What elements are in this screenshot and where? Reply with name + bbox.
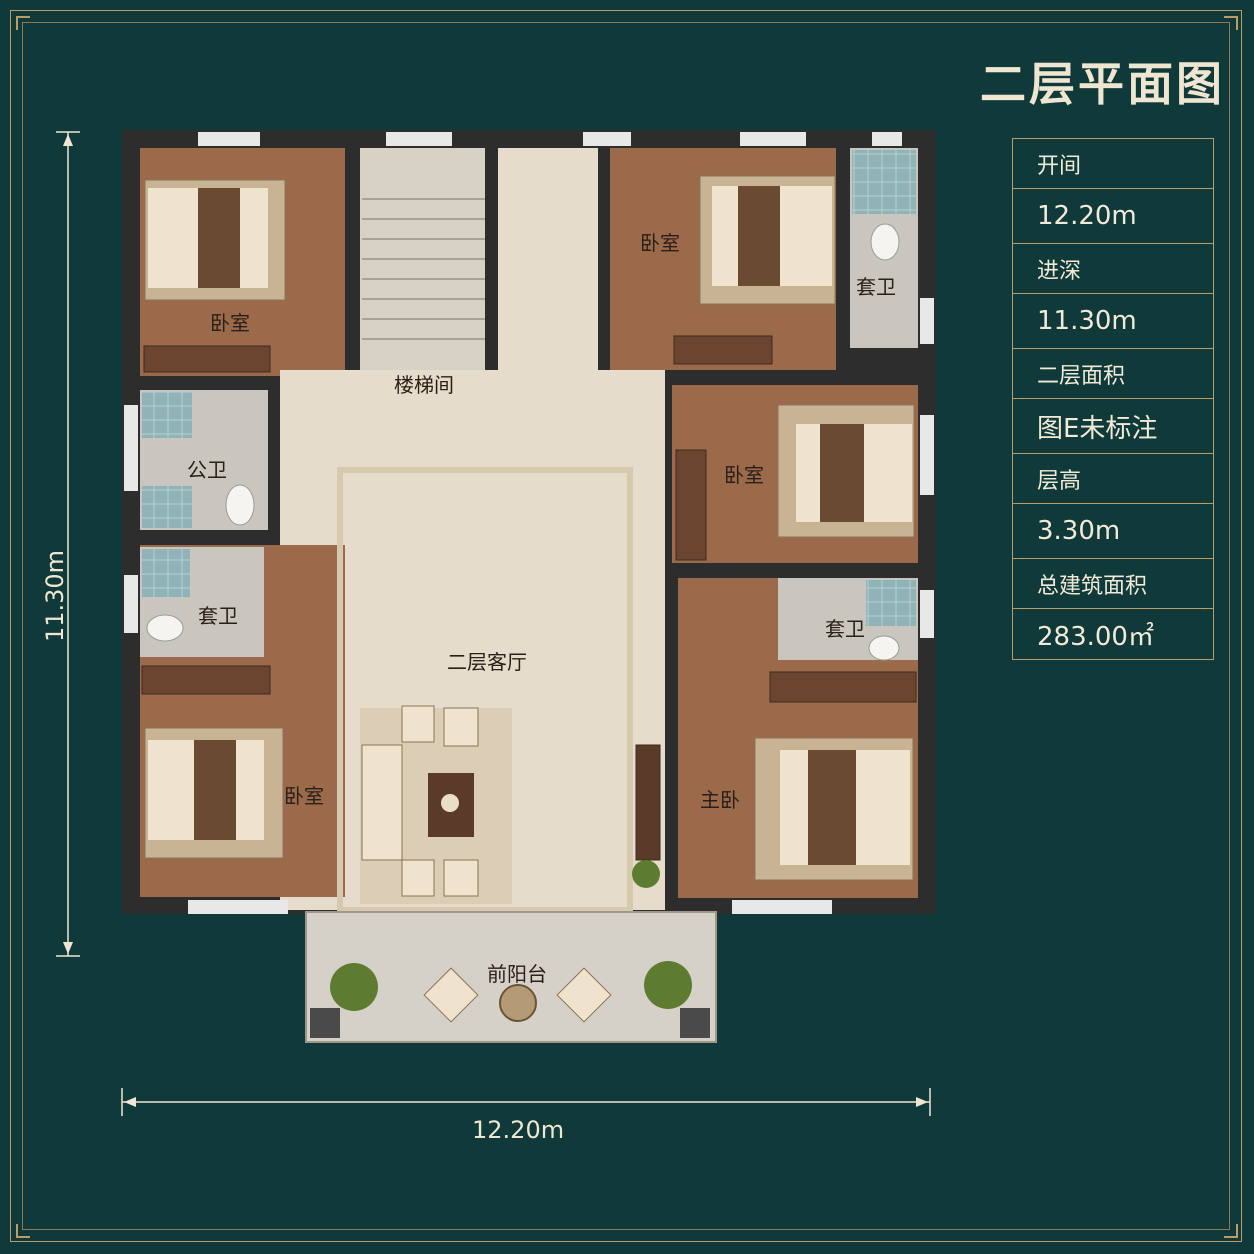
toilet [146,614,184,642]
window [920,298,934,344]
room-label-ensuite-ne: 套卫 [856,275,896,299]
wardrobe [673,335,773,365]
frame-corner [16,1224,30,1238]
room-label-public-bath: 公卫 [187,458,227,482]
room-label-ensuite-se: 套卫 [825,617,865,641]
room-label-bedroom-ne: 卧室 [640,231,680,255]
depth-dimension-line [56,131,80,957]
wardrobe [143,345,271,373]
toilet [868,635,900,661]
balcony-chair [423,967,479,1023]
window [920,415,934,495]
room-label-bedroom-e: 卧室 [724,463,764,487]
window [124,405,138,491]
sofa-set [360,705,512,904]
room-label-ensuite-w: 套卫 [198,604,238,628]
room-label-bedroom-nw: 卧室 [210,311,250,335]
width-dimension-line [121,1088,931,1116]
frame-corner [16,16,30,30]
window [124,575,138,633]
room-label-bedroom-sw: 卧室 [284,784,324,808]
window [386,132,452,146]
public-bath-tiles [142,486,192,528]
hall-carpet-border [337,467,633,913]
ensuite-w-tiles-over [142,549,190,597]
bed [144,727,284,859]
ensuite-se-tiles [866,580,916,626]
corridor-floor [498,148,598,376]
ensuite-ne-tiles [852,150,916,214]
balcony-pillar [680,1008,710,1038]
window [920,590,934,638]
room-label-balcony: 前阳台 [487,962,547,986]
spec-label-floor-height: 层高 [1013,454,1213,504]
bed [699,175,836,305]
spec-label-width: 开间 [1013,139,1213,189]
bed [754,737,914,881]
page-title: 二层平面图 [980,57,1225,111]
spec-value-width: 12.20m [1013,189,1213,244]
window [740,132,806,146]
spec-label-depth: 进深 [1013,244,1213,294]
potted-plant [644,961,692,1009]
bed [144,179,286,301]
wardrobe [675,449,707,561]
tv-cabinet [635,744,661,861]
potted-plant [632,860,660,888]
stairs [362,182,485,354]
public-bath-tiles [142,392,192,438]
window [198,132,260,146]
spec-panel: 开间 12.20m 进深 11.30m 二层面积 图E未标注 层高 3.30m … [1012,138,1214,660]
spec-value-floor-height: 3.30m [1013,504,1213,559]
room-label-living: 二层客厅 [447,650,527,674]
bed [777,404,915,538]
window [872,132,902,146]
inner-frame [22,22,1230,1230]
width-dimension-label: 12.20m [472,1116,565,1144]
balcony-pillar [310,1008,340,1038]
window [583,132,631,146]
depth-dimension-label: 11.30m [41,549,69,643]
window [732,900,832,914]
outer-frame [10,10,1242,1242]
spec-label-total-area: 总建筑面积 [1013,559,1213,609]
spec-value-total-area: 283.00㎡ [1037,621,1154,652]
spec-label-floor-area: 二层面积 [1013,349,1213,399]
spec-value-depth: 11.30m [1013,294,1213,349]
balcony-chair [556,967,612,1023]
wardrobe [769,671,917,703]
toilet [225,484,255,526]
frame-corner [1224,16,1238,30]
room-label-master: 主卧 [700,788,740,812]
room-label-stairwell: 楼梯间 [394,373,454,397]
wardrobe [141,665,271,695]
frame-corner [1224,1224,1238,1238]
toilet [870,223,900,261]
balcony-table [499,984,537,1022]
potted-plant [330,963,378,1011]
window [188,900,288,914]
spec-value-floor-area: 图E未标注 [1013,399,1213,454]
